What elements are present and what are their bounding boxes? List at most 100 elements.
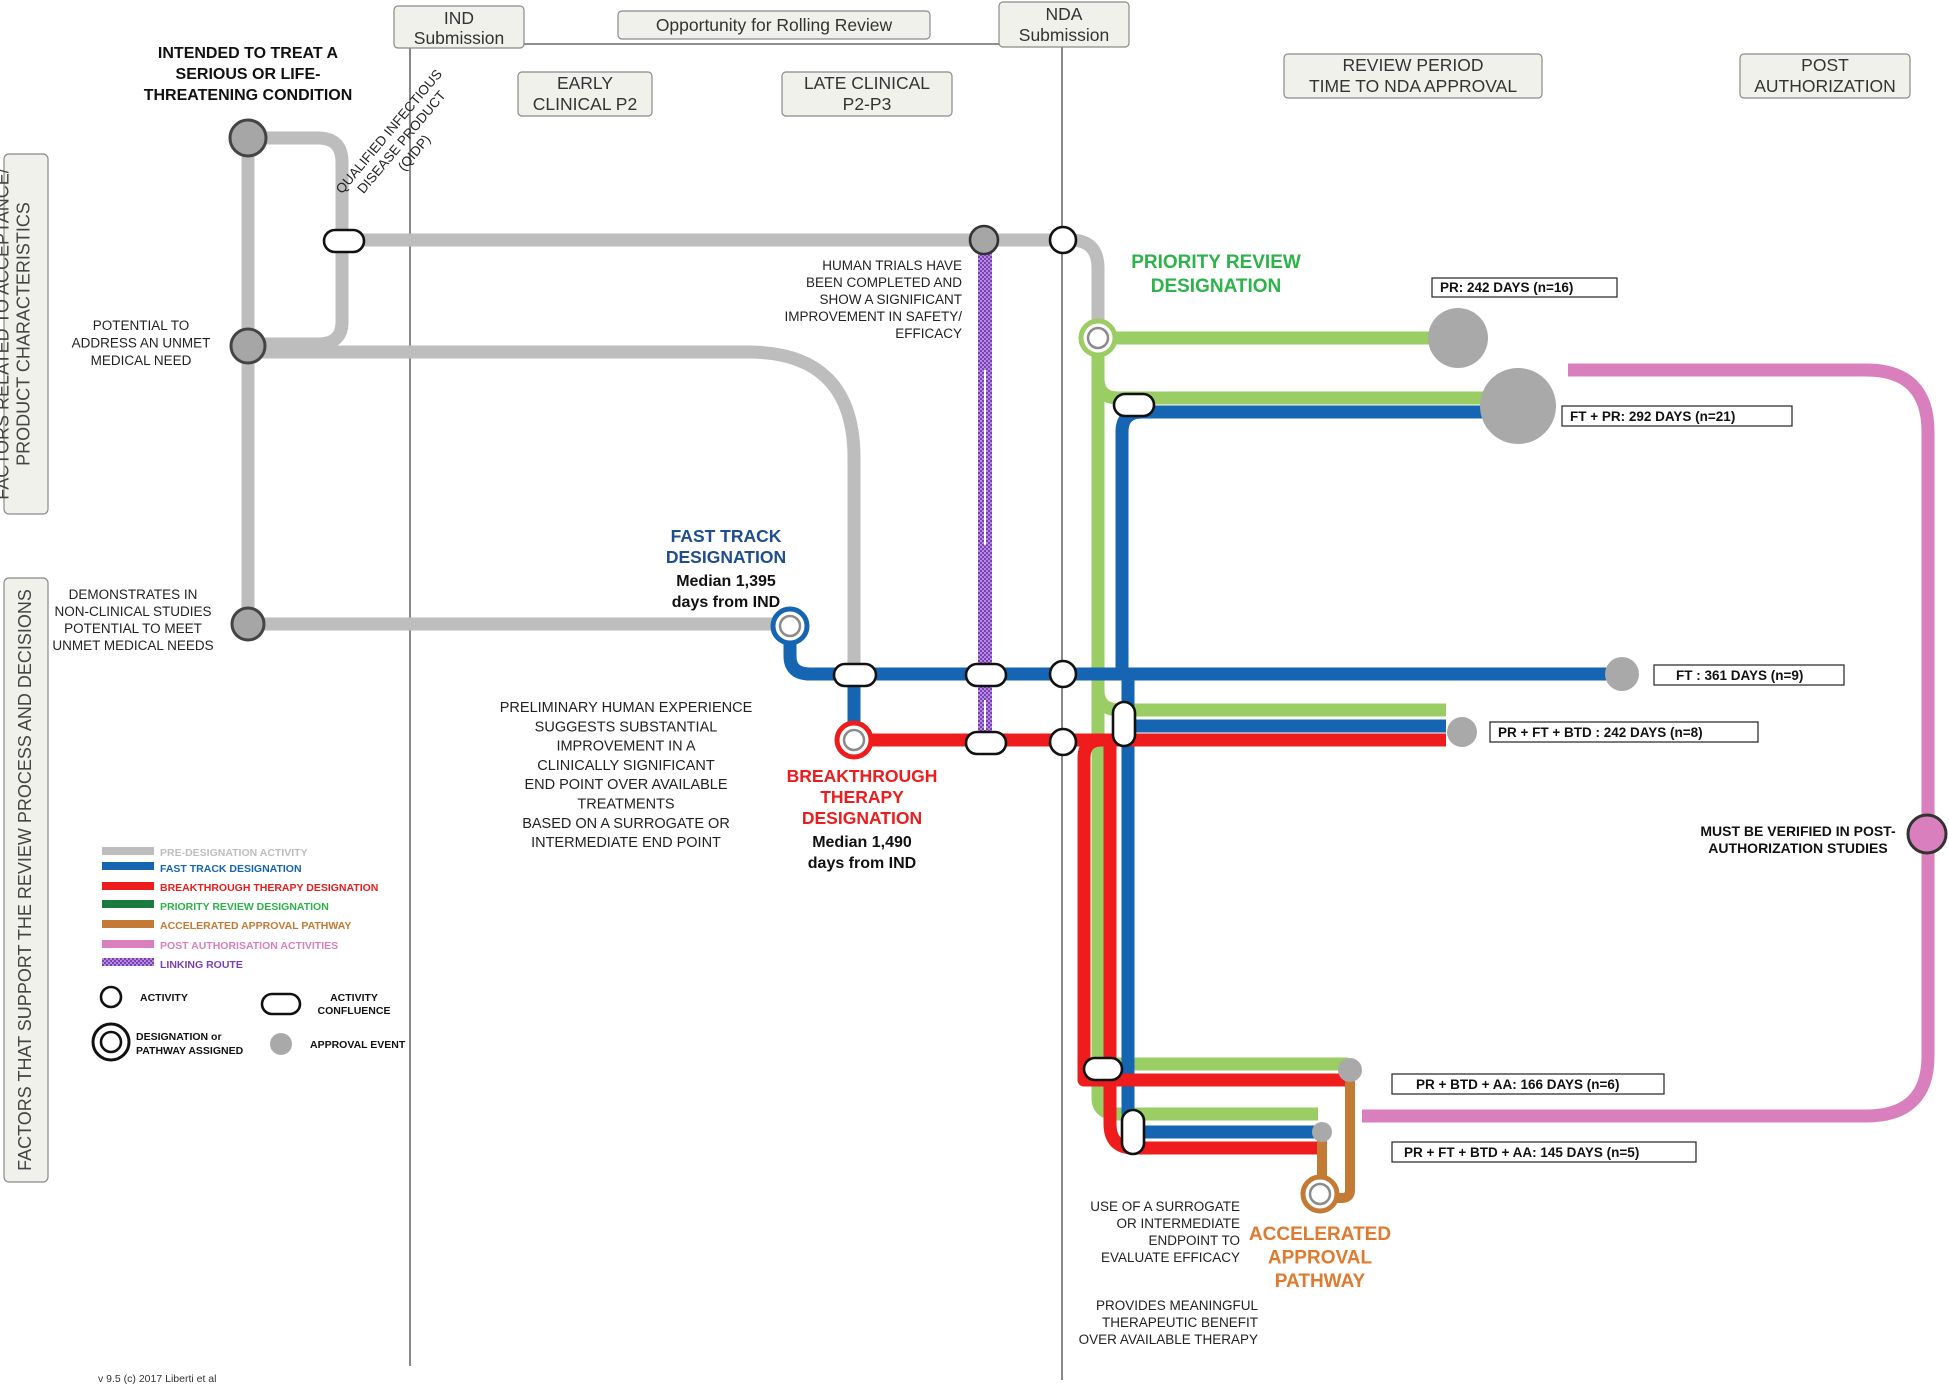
linking-confluence-node-lower — [964, 730, 1008, 756]
legend-designation-symbol — [91, 1022, 131, 1062]
legend-swatch-post — [102, 940, 154, 948]
outcome-pr-btd-aa-text: PR + BTD + AA: 166 DAYS (n=6) — [1416, 1077, 1619, 1092]
outcome-badge-ft-pr: FT + PR: 292 DAYS (n=21) — [1561, 405, 1793, 427]
legend-approval-symbol — [270, 1033, 292, 1055]
btd-aa-confluence-node — [1082, 1056, 1124, 1082]
outcome-ft-text: FT : 361 DAYS (n=9) — [1676, 668, 1803, 683]
legend-btd-label: BREAKTHROUGH THERAPY DESIGNATION — [160, 882, 378, 894]
nda-activity-node-middle — [1048, 659, 1078, 689]
outcome-badge-pr-ft-btd-aa: PR + FT + BTD + AA: 145 DAYS (n=5) — [1391, 1141, 1697, 1163]
accelerated-designation-node — [1300, 1174, 1340, 1214]
legend-link-label: LINKING ROUTE — [160, 959, 243, 971]
legend-post-label: POST AUTHORISATION ACTIVITIES — [160, 940, 338, 952]
legend-swatch-pre — [102, 847, 154, 855]
version-label: v 9.5 (c) 2017 Liberti et al — [98, 1373, 216, 1385]
outcome-badge-pr-btd-aa: PR + BTD + AA: 166 DAYS (n=6) — [1391, 1073, 1665, 1095]
approval-event-ft-pr — [1480, 368, 1556, 444]
outcome-badge-ft: FT : 361 DAYS (n=9) — [1653, 664, 1845, 686]
fast-track-designation-node — [770, 606, 810, 646]
nda-activity-node-bottom — [1048, 727, 1078, 757]
legend-approval-label: APPROVAL EVENT — [310, 1039, 406, 1051]
approval-event-pr — [1428, 308, 1488, 368]
priority-route-c — [1091, 378, 1446, 717]
outcome-ft-pr-text: FT + PR: 292 DAYS (n=21) — [1570, 409, 1735, 424]
post-authorization-node — [1906, 813, 1948, 855]
outcome-pr-ft-btd-aa-text: PR + FT + BTD + AA: 145 DAYS (n=5) — [1404, 1145, 1639, 1160]
qidp-label: QUALIFIED INFECTIOUSDISEASE PRODUCT(QIDP… — [333, 67, 471, 218]
approval-event-pr-ft-btd — [1447, 717, 1477, 747]
outcome-badge-pr: PR: 242 DAYS (n=16) — [1431, 277, 1618, 298]
side-label-top: FACTORS RELATED TO ACCEPTANCE/PRODUCT CH… — [0, 168, 34, 499]
legend-pre-label: PRE-DESIGNATION ACTIVITY — [160, 847, 308, 859]
legend-swatch-btd — [102, 882, 154, 890]
side-label-bottom-box: FACTORS THAT SUPPORT THE REVIEW PROCESS … — [3, 577, 49, 1183]
legend-activity-symbol — [99, 985, 123, 1009]
legend-aa-label: ACCELERATED APPROVAL PATHWAY — [160, 920, 351, 932]
breakthrough-route-down — [1103, 740, 1318, 1155]
triple-confluence-node — [1111, 700, 1137, 748]
legend: PRE-DESIGNATION ACTIVITY FAST TRACK DESI… — [91, 847, 406, 1062]
linking-confluence-node-upper — [964, 662, 1008, 688]
quad-confluence-node — [1120, 1108, 1146, 1156]
side-label-bottom: FACTORS THAT SUPPORT THE REVIEW PROCESS … — [15, 589, 35, 1171]
priority-designation-node — [1078, 318, 1118, 358]
post-authorization-route — [1362, 363, 1935, 1123]
rolling-review-box: Opportunity for Rolling Review — [617, 10, 931, 40]
unmet-need-node — [229, 327, 267, 365]
unmet-need-route — [248, 345, 861, 674]
priority-fast-track-confluence-node — [1112, 392, 1156, 418]
qidp-confluence-node — [322, 228, 366, 254]
rolling-review-bracket — [521, 42, 1001, 45]
legend-swatch-ft — [102, 862, 154, 870]
outcome-pr-ft-btd-text: PR + FT + BTD : 242 DAYS (n=8) — [1498, 725, 1703, 740]
legend-swatch-pr — [102, 900, 154, 908]
fast-track-confluence-node — [832, 662, 878, 688]
accelerated-route-a — [1320, 1070, 1355, 1203]
breakthrough-designation-node — [834, 720, 874, 760]
legend-ft-label: FAST TRACK DESIGNATION — [160, 863, 302, 875]
approval-event-pr-btd-aa — [1338, 1058, 1362, 1082]
post-authorization-verified-label: MUST BE VERIFIED IN POST-AUTHORIZATION S… — [1700, 823, 1896, 856]
legend-swatch-aa — [102, 920, 154, 928]
breakthrough-routes — [854, 733, 1446, 1155]
side-label-top-box: FACTORS RELATED TO ACCEPTANCE/PRODUCT CH… — [0, 153, 49, 515]
priority-route-e — [1091, 1044, 1318, 1121]
legend-confluence-symbol — [260, 992, 302, 1016]
outcome-badge-pr-ft-btd: PR + FT + BTD : 242 DAYS (n=8) — [1489, 721, 1759, 743]
approval-event-pr-ft-btd-aa — [1312, 1122, 1332, 1142]
nonclinical-node — [230, 606, 266, 642]
outcome-pr-text: PR: 242 DAYS (n=16) — [1440, 280, 1573, 295]
fast-track-route-pr — [1115, 405, 1516, 674]
legend-activity-label: ACTIVITY — [140, 992, 188, 1004]
legend-pr-label: PRIORITY REVIEW DESIGNATION — [160, 901, 329, 913]
fast-track-route-main — [783, 624, 1622, 681]
